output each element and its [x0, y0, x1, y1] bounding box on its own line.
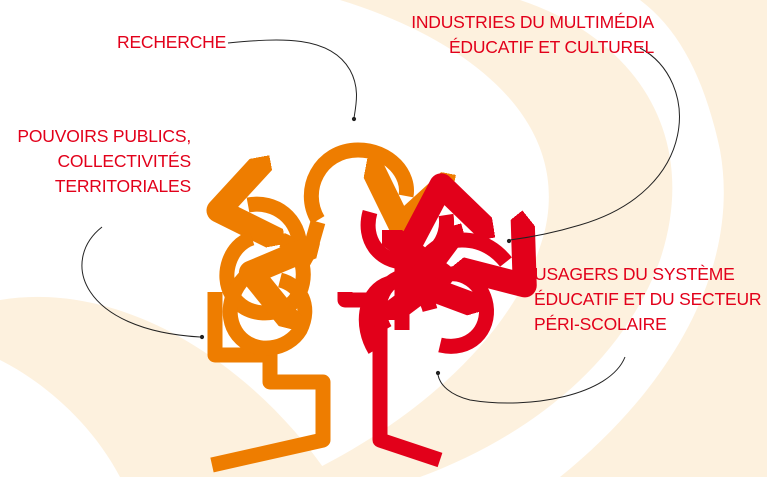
connector-pouvoirs-end — [199, 334, 205, 340]
orange-loop-top — [303, 142, 406, 220]
swoosh-center — [300, 0, 673, 477]
connector-usagers — [437, 356, 626, 404]
connector-recherche-end — [351, 116, 357, 122]
swoosh-right — [560, 0, 767, 477]
label-industries-line-2: ÉDUCATIF ET CULTUREL — [448, 37, 654, 57]
label-pouvoirs-line-1: POUVOIRS PUBLICS, — [17, 126, 191, 146]
label-industries: INDUSTRIES DU MULTIMÉDIA ÉDUCATIF ET CUL… — [411, 10, 654, 60]
orange-trunk — [207, 292, 331, 473]
connector-pouvoirs — [81, 226, 201, 338]
connector-usagers-end — [435, 370, 441, 376]
label-industries-line-1: INDUSTRIES DU MULTIMÉDIA — [411, 12, 654, 32]
label-recherche-text: RECHERCHE — [117, 32, 227, 52]
connector-recherche — [227, 39, 357, 119]
label-usagers-line-2: ÉDUCATIF ET DU SECTEUR — [534, 289, 762, 309]
tree-red — [337, 212, 506, 468]
label-usagers-line-3: PÉRI-SCOLAIRE — [534, 314, 667, 334]
orange-branch — [293, 219, 326, 272]
connector-industries — [509, 47, 680, 241]
label-recherche: RECHERCHE — [117, 30, 226, 55]
label-usagers-line-1: USAGERS DU SYSTÈME — [534, 264, 735, 284]
label-usagers: USAGERS DU SYSTÈME ÉDUCATIF ET DU SECTEU… — [534, 262, 762, 337]
swoosh-left — [0, 296, 330, 477]
red-loop-bottom — [440, 274, 494, 354]
orange-loop-lower — [222, 270, 305, 356]
connectors — [81, 39, 680, 404]
label-pouvoirs: POUVOIRS PUBLICS, COLLECTIVITÉS TERRITOR… — [17, 124, 191, 199]
label-pouvoirs-line-3: TERRITORIALES — [54, 176, 191, 196]
label-pouvoirs-line-2: COLLECTIVITÉS — [57, 151, 191, 171]
connector-industries-end — [506, 238, 512, 244]
